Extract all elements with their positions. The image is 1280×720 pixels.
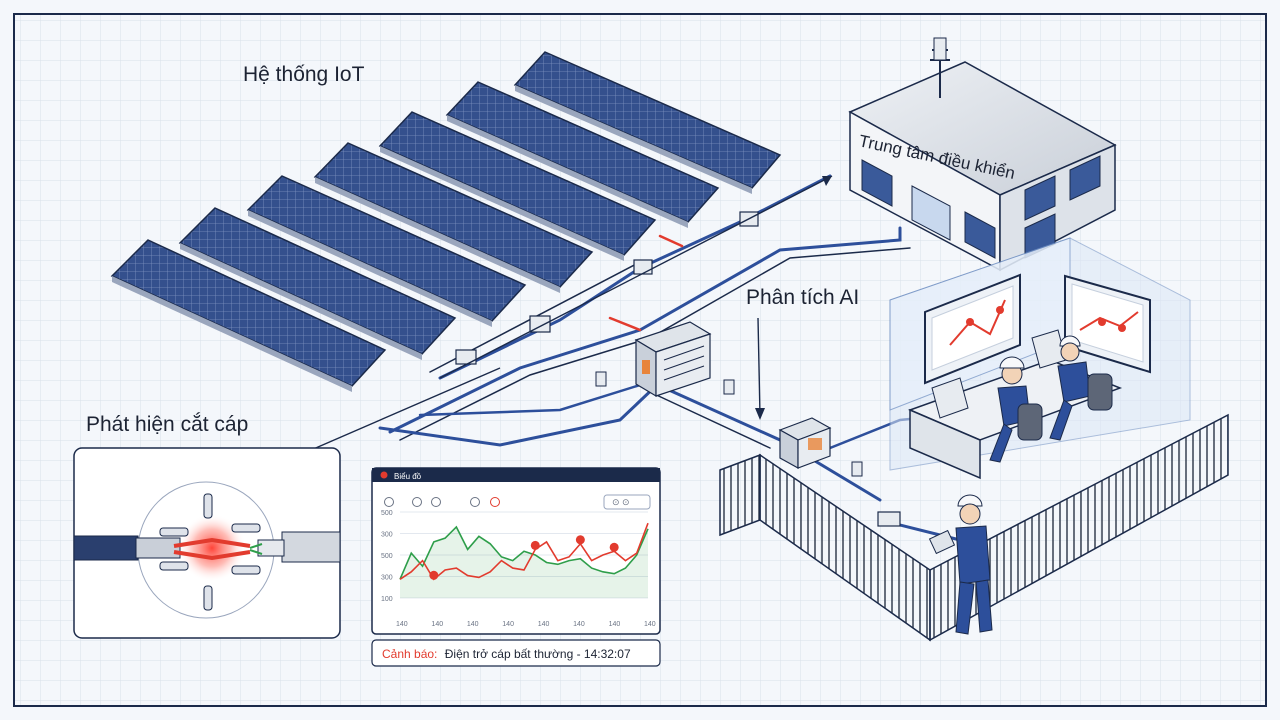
alert-prefix: Cảnh báo: xyxy=(382,647,437,661)
alert-marker[interactable] xyxy=(429,571,438,580)
x-tick-label: 140 xyxy=(538,621,550,628)
x-tick-label: 140 xyxy=(431,621,443,628)
iot-sensor xyxy=(634,260,652,274)
y-tick-label: 500 xyxy=(381,553,393,560)
x-tick-label: 140 xyxy=(502,621,514,628)
alert-marker[interactable] xyxy=(610,543,619,552)
y-tick-label: 100 xyxy=(381,596,393,603)
x-tick-label: 140 xyxy=(467,621,479,628)
y-tick-label: 300 xyxy=(381,532,393,539)
y-tick-label: 300 xyxy=(381,575,393,582)
range-dropdown-value: ⊙ ⊙ xyxy=(612,497,630,507)
iot-sensor xyxy=(878,512,900,526)
label-iot-system: Hệ thống IoT xyxy=(243,63,365,86)
x-tick-label: 140 xyxy=(609,621,621,628)
cable-cut-inset xyxy=(74,448,340,638)
label-cable-cut-detection: Phát hiện cắt cáp xyxy=(86,413,248,436)
y-tick-label: 500 xyxy=(381,510,393,517)
alert-message: Điện trở cáp bất thường - 14:32:07 xyxy=(445,647,631,661)
record-icon xyxy=(381,472,388,479)
monitoring-dashboard: Biểu đồ ⊙ ⊙ 500 300 500 300 100 140 140 140 140… xyxy=(372,468,660,634)
x-tick-label: 140 xyxy=(573,621,585,628)
cable-left-icon xyxy=(74,536,180,560)
label-ai-analysis: Phân tích AI xyxy=(746,286,859,309)
alert-marker[interactable] xyxy=(531,541,540,550)
x-tick-label: 140 xyxy=(644,621,656,628)
alert-bar[interactable]: Cảnh báo: Điện trở cáp bất thường - 14:3… xyxy=(372,640,660,666)
dashboard-title: Biểu đồ xyxy=(394,472,422,481)
svg-text:Cảnh báo: Điện trở cáp b: Cảnh báo: Điện trở cáp bất thường - 14:3… xyxy=(382,647,631,661)
iot-sensor xyxy=(456,350,476,364)
x-tick-label: 140 xyxy=(396,621,408,628)
alert-marker[interactable] xyxy=(576,535,585,544)
